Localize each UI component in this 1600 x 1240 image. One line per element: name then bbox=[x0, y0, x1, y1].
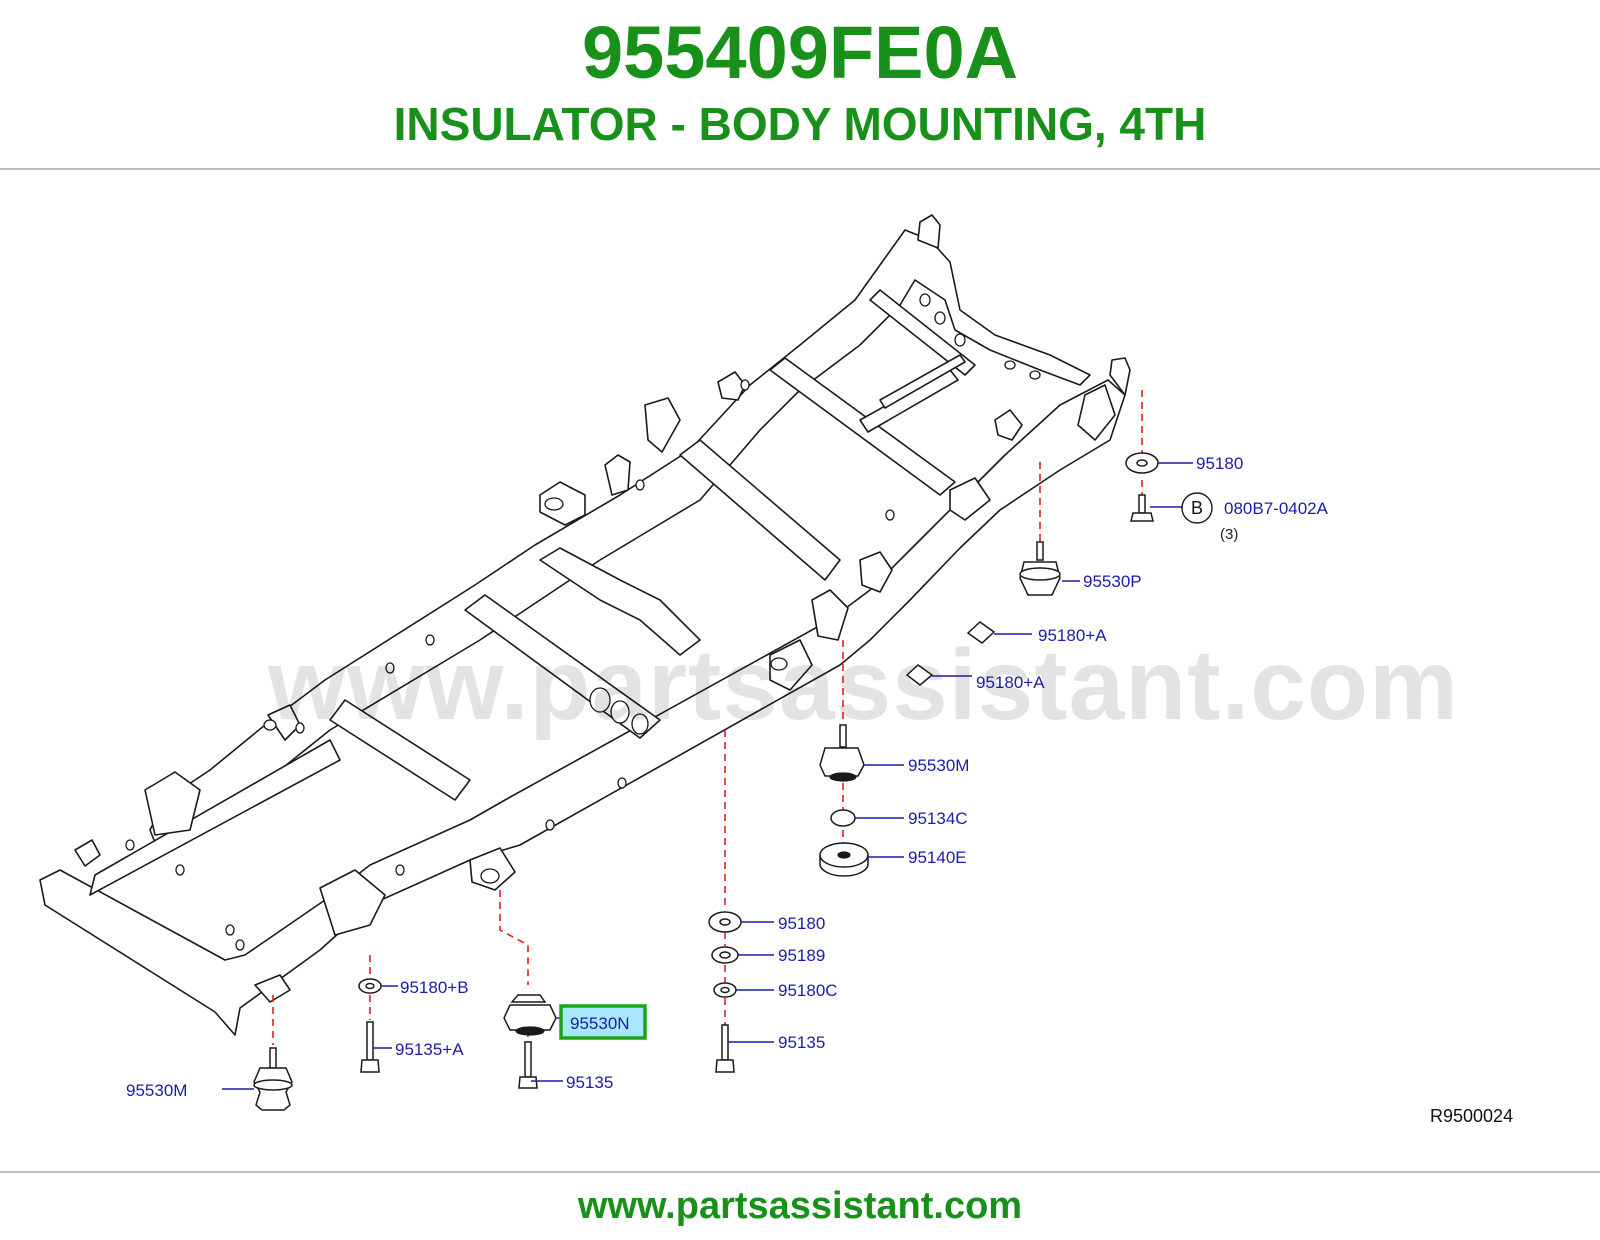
washer-icon bbox=[711, 946, 739, 964]
mount-bracket-7 bbox=[1077, 384, 1116, 441]
rail-holes bbox=[125, 293, 1041, 951]
washer-icon bbox=[713, 982, 737, 998]
rear-hanger-left bbox=[144, 771, 201, 836]
insulator-mount-icon bbox=[503, 994, 557, 1036]
bolt-icon bbox=[518, 1041, 538, 1089]
callout-95180-top[interactable]: 95180 bbox=[1196, 454, 1243, 473]
quantity-note: (3) bbox=[1220, 526, 1238, 543]
front-brace bbox=[859, 369, 959, 433]
parts-diagram: www.partsassistant.com bbox=[39, 214, 1513, 1126]
mount-bracket-12 bbox=[254, 974, 291, 1003]
cross-member-4 bbox=[679, 439, 841, 581]
mount-bracket-8 bbox=[811, 589, 849, 641]
front-cross-member bbox=[869, 289, 976, 376]
bolt-icon bbox=[360, 1021, 380, 1073]
callout-95180b[interactable]: 95180+B bbox=[400, 978, 469, 997]
cross-member-3 bbox=[539, 547, 701, 656]
left-side-rail bbox=[149, 229, 1091, 856]
callout-95180c[interactable]: 95180C bbox=[778, 981, 838, 1000]
callout-95530m-right[interactable]: 95530M bbox=[908, 756, 969, 775]
washer-icon bbox=[358, 978, 382, 994]
hardware-parts bbox=[253, 452, 1159, 1111]
washer-icon bbox=[1125, 452, 1159, 474]
callout-95135-left[interactable]: 95135 bbox=[566, 1073, 613, 1092]
rear-cross-member bbox=[89, 739, 341, 896]
rear-spring-hanger bbox=[319, 869, 386, 936]
insulator-mount-icon bbox=[1019, 541, 1061, 596]
mount-bracket-10 bbox=[769, 639, 813, 691]
b-marker-label: B bbox=[1191, 498, 1203, 518]
shim-icon bbox=[966, 621, 996, 644]
washer-icon bbox=[830, 809, 856, 827]
footer-website-link[interactable]: www.partsassistant.com bbox=[577, 1185, 1023, 1227]
footer-divider bbox=[0, 1171, 1600, 1173]
cross-member-1 bbox=[329, 699, 471, 801]
shim-icon bbox=[905, 664, 934, 686]
callout-95135-mid[interactable]: 95135 bbox=[778, 1033, 825, 1052]
insulator-mount-icon bbox=[819, 724, 865, 782]
callout-95530p[interactable]: 95530P bbox=[1083, 572, 1142, 591]
watermark-text: www.partsassistant.com bbox=[267, 629, 1459, 741]
cross-member-5 bbox=[769, 357, 956, 496]
callout-95530n-highlighted[interactable]: 95530N bbox=[559, 1004, 647, 1040]
callout-95189[interactable]: 95189 bbox=[778, 946, 825, 965]
insulator-mount-icon bbox=[253, 1047, 293, 1111]
callout-95180a-lower[interactable]: 95180+A bbox=[976, 673, 1045, 692]
part-number-title: 955409FE0A bbox=[581, 11, 1019, 94]
callout-95134c[interactable]: 95134C bbox=[908, 809, 968, 828]
callout-080b7-0402a[interactable]: 080B7-0402A bbox=[1224, 499, 1329, 518]
diagram-reference-code: R9500024 bbox=[1430, 1106, 1513, 1126]
callout-95530m-left[interactable]: 95530M bbox=[126, 1081, 187, 1100]
callout-95135a[interactable]: 95135+A bbox=[395, 1040, 464, 1059]
front-horn-right bbox=[1109, 357, 1131, 396]
cross-member-2 bbox=[464, 594, 661, 739]
front-brace-2 bbox=[879, 354, 966, 409]
right-side-rail bbox=[39, 379, 1126, 1036]
header-divider bbox=[0, 168, 1600, 170]
callout-95530n-label: 95530N bbox=[570, 1014, 630, 1033]
callout-95180-mid[interactable]: 95180 bbox=[778, 914, 825, 933]
mount-bracket-4 bbox=[717, 371, 746, 401]
callout-95140e[interactable]: 95140E bbox=[908, 848, 967, 867]
bolt-icon bbox=[715, 1024, 735, 1073]
washer-icon bbox=[708, 911, 742, 933]
mount-bracket-2 bbox=[604, 454, 631, 496]
mount-bracket-9 bbox=[859, 551, 893, 593]
bolt-icon bbox=[1130, 494, 1154, 522]
washer-icon bbox=[819, 842, 869, 877]
leader-lines bbox=[222, 462, 1193, 1090]
mount-bracket-5 bbox=[994, 409, 1023, 441]
callout-b-marker[interactable]: B bbox=[1181, 492, 1213, 524]
mount-bracket-3 bbox=[644, 397, 681, 453]
callout-95180a-upper[interactable]: 95180+A bbox=[1038, 626, 1107, 645]
front-horn-left bbox=[917, 214, 941, 249]
part-description: INSULATOR - BODY MOUNTING, 4TH bbox=[393, 98, 1207, 150]
mount-bracket-6 bbox=[949, 477, 991, 521]
rear-tow-bracket bbox=[74, 839, 101, 867]
chassis-frame-drawing bbox=[39, 214, 1131, 1036]
